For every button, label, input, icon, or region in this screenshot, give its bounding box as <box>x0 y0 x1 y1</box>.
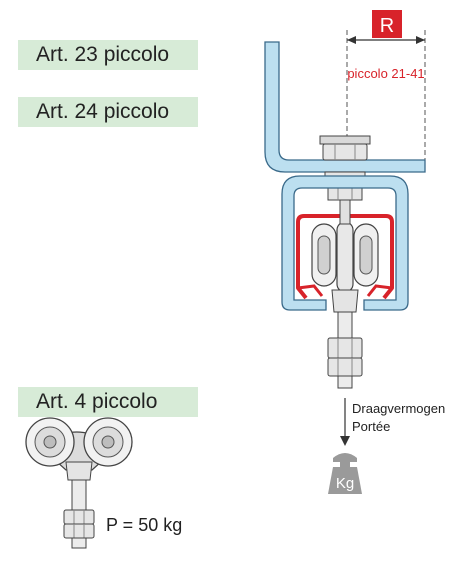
label-art-4-piccolo: Art. 4 piccolo <box>18 387 198 417</box>
dimension-tag: R <box>380 15 394 37</box>
hanger-bolt <box>327 289 363 389</box>
dimension-arrow-left <box>347 36 356 44</box>
dimension-tag-box <box>372 10 402 38</box>
red-lip-right <box>366 284 393 297</box>
label-art-24-piccolo: Art. 24 piccolo <box>18 97 198 127</box>
load-arrow <box>340 398 350 446</box>
capacity-text: P = 50 kg <box>106 515 182 535</box>
rail-profile <box>281 175 409 311</box>
dimension-range: piccolo 21-41 <box>347 66 424 81</box>
weight-label: Kg <box>336 475 354 492</box>
trolley-front-view <box>25 417 133 549</box>
trolley-wheels <box>311 199 379 293</box>
weight-icon: Kg <box>328 453 362 494</box>
dimension-indicator: R piccolo 21-41 <box>346 10 426 160</box>
dimension-arrow-right <box>416 36 425 44</box>
wall-bracket <box>264 41 426 173</box>
red-lip-left <box>297 284 324 297</box>
label-art-23-piccolo: Art. 23 piccolo <box>18 40 198 70</box>
load-text-fr: Portée <box>352 419 390 434</box>
load-text-nl: Draagvermogen <box>352 401 445 416</box>
